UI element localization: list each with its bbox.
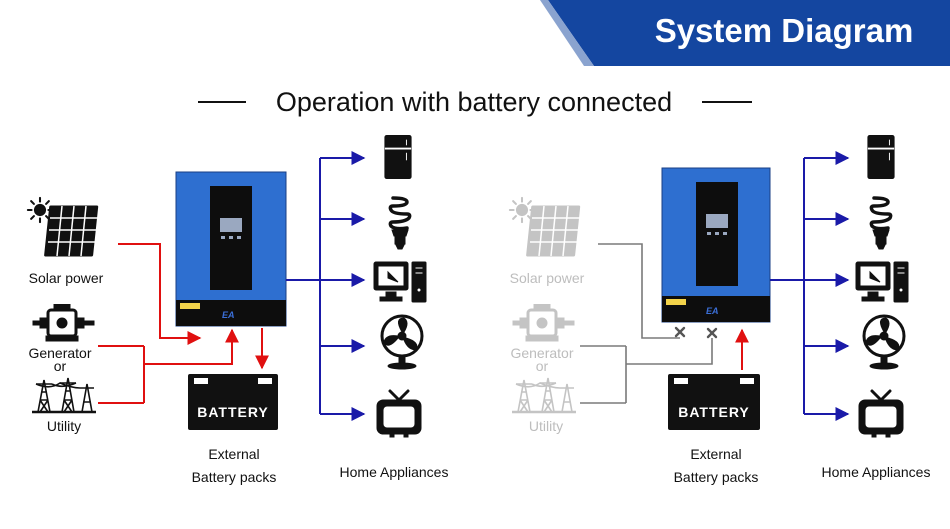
inactive-lines [580, 243, 713, 404]
battery-label-line1: External [690, 446, 741, 462]
refrigerator-icon [383, 134, 413, 180]
battery-icon: BATTERY [668, 374, 760, 430]
appliances-label: Home Appliances [822, 464, 931, 480]
power-tower-icon [512, 376, 576, 414]
disconnect-x-icon [674, 326, 718, 339]
source-label-utility: Utility [529, 418, 563, 434]
left-diagram: Solar power Generator or Utility EA [26, 134, 449, 485]
light-bulb-icon [869, 196, 893, 250]
fan-icon [862, 314, 906, 370]
television-icon [857, 389, 905, 438]
computer-icon [855, 261, 909, 303]
light-bulb-icon [388, 196, 412, 250]
battery-text: BATTERY [197, 404, 269, 420]
battery-text: BATTERY [678, 404, 750, 420]
source-label-generator: Generator [510, 345, 573, 361]
solar-panel-icon [44, 205, 99, 257]
output-lines [286, 151, 366, 421]
appliances-label: Home Appliances [340, 464, 449, 480]
battery-label-line1: External [208, 446, 259, 462]
refrigerator-icon [866, 134, 896, 180]
input-lines [98, 243, 269, 404]
computer-icon [373, 261, 427, 303]
power-tower-icon [32, 376, 96, 414]
fan-icon [380, 314, 424, 370]
source-label-or: or [54, 358, 67, 374]
solar-panel-icon [526, 205, 581, 257]
subtitle-group: Operation with battery connected [198, 87, 752, 117]
television-icon [375, 389, 423, 438]
right-diagram: Solar power Generator or Utility [508, 134, 931, 485]
generator-icon [512, 304, 576, 343]
subtitle: Operation with battery connected [276, 87, 672, 117]
page-title: System Diagram [655, 12, 914, 49]
inverter-brand: EA [706, 306, 719, 316]
source-label-utility: Utility [47, 418, 81, 434]
battery-label-line2: Battery packs [674, 469, 759, 485]
inverter-brand: EA [222, 310, 235, 320]
inverter-icon: EA [175, 171, 287, 327]
source-label-generator: Generator [28, 345, 91, 361]
header-banner: System Diagram [540, 0, 950, 66]
source-label-solar: Solar power [29, 270, 104, 286]
generator-icon [32, 304, 96, 343]
source-label-or: or [536, 358, 549, 374]
output-lines [770, 151, 850, 421]
inverter-icon: EA [661, 167, 771, 323]
battery-label-line2: Battery packs [192, 469, 277, 485]
battery-icon: BATTERY [188, 374, 278, 430]
source-label-solar: Solar power [510, 270, 585, 286]
